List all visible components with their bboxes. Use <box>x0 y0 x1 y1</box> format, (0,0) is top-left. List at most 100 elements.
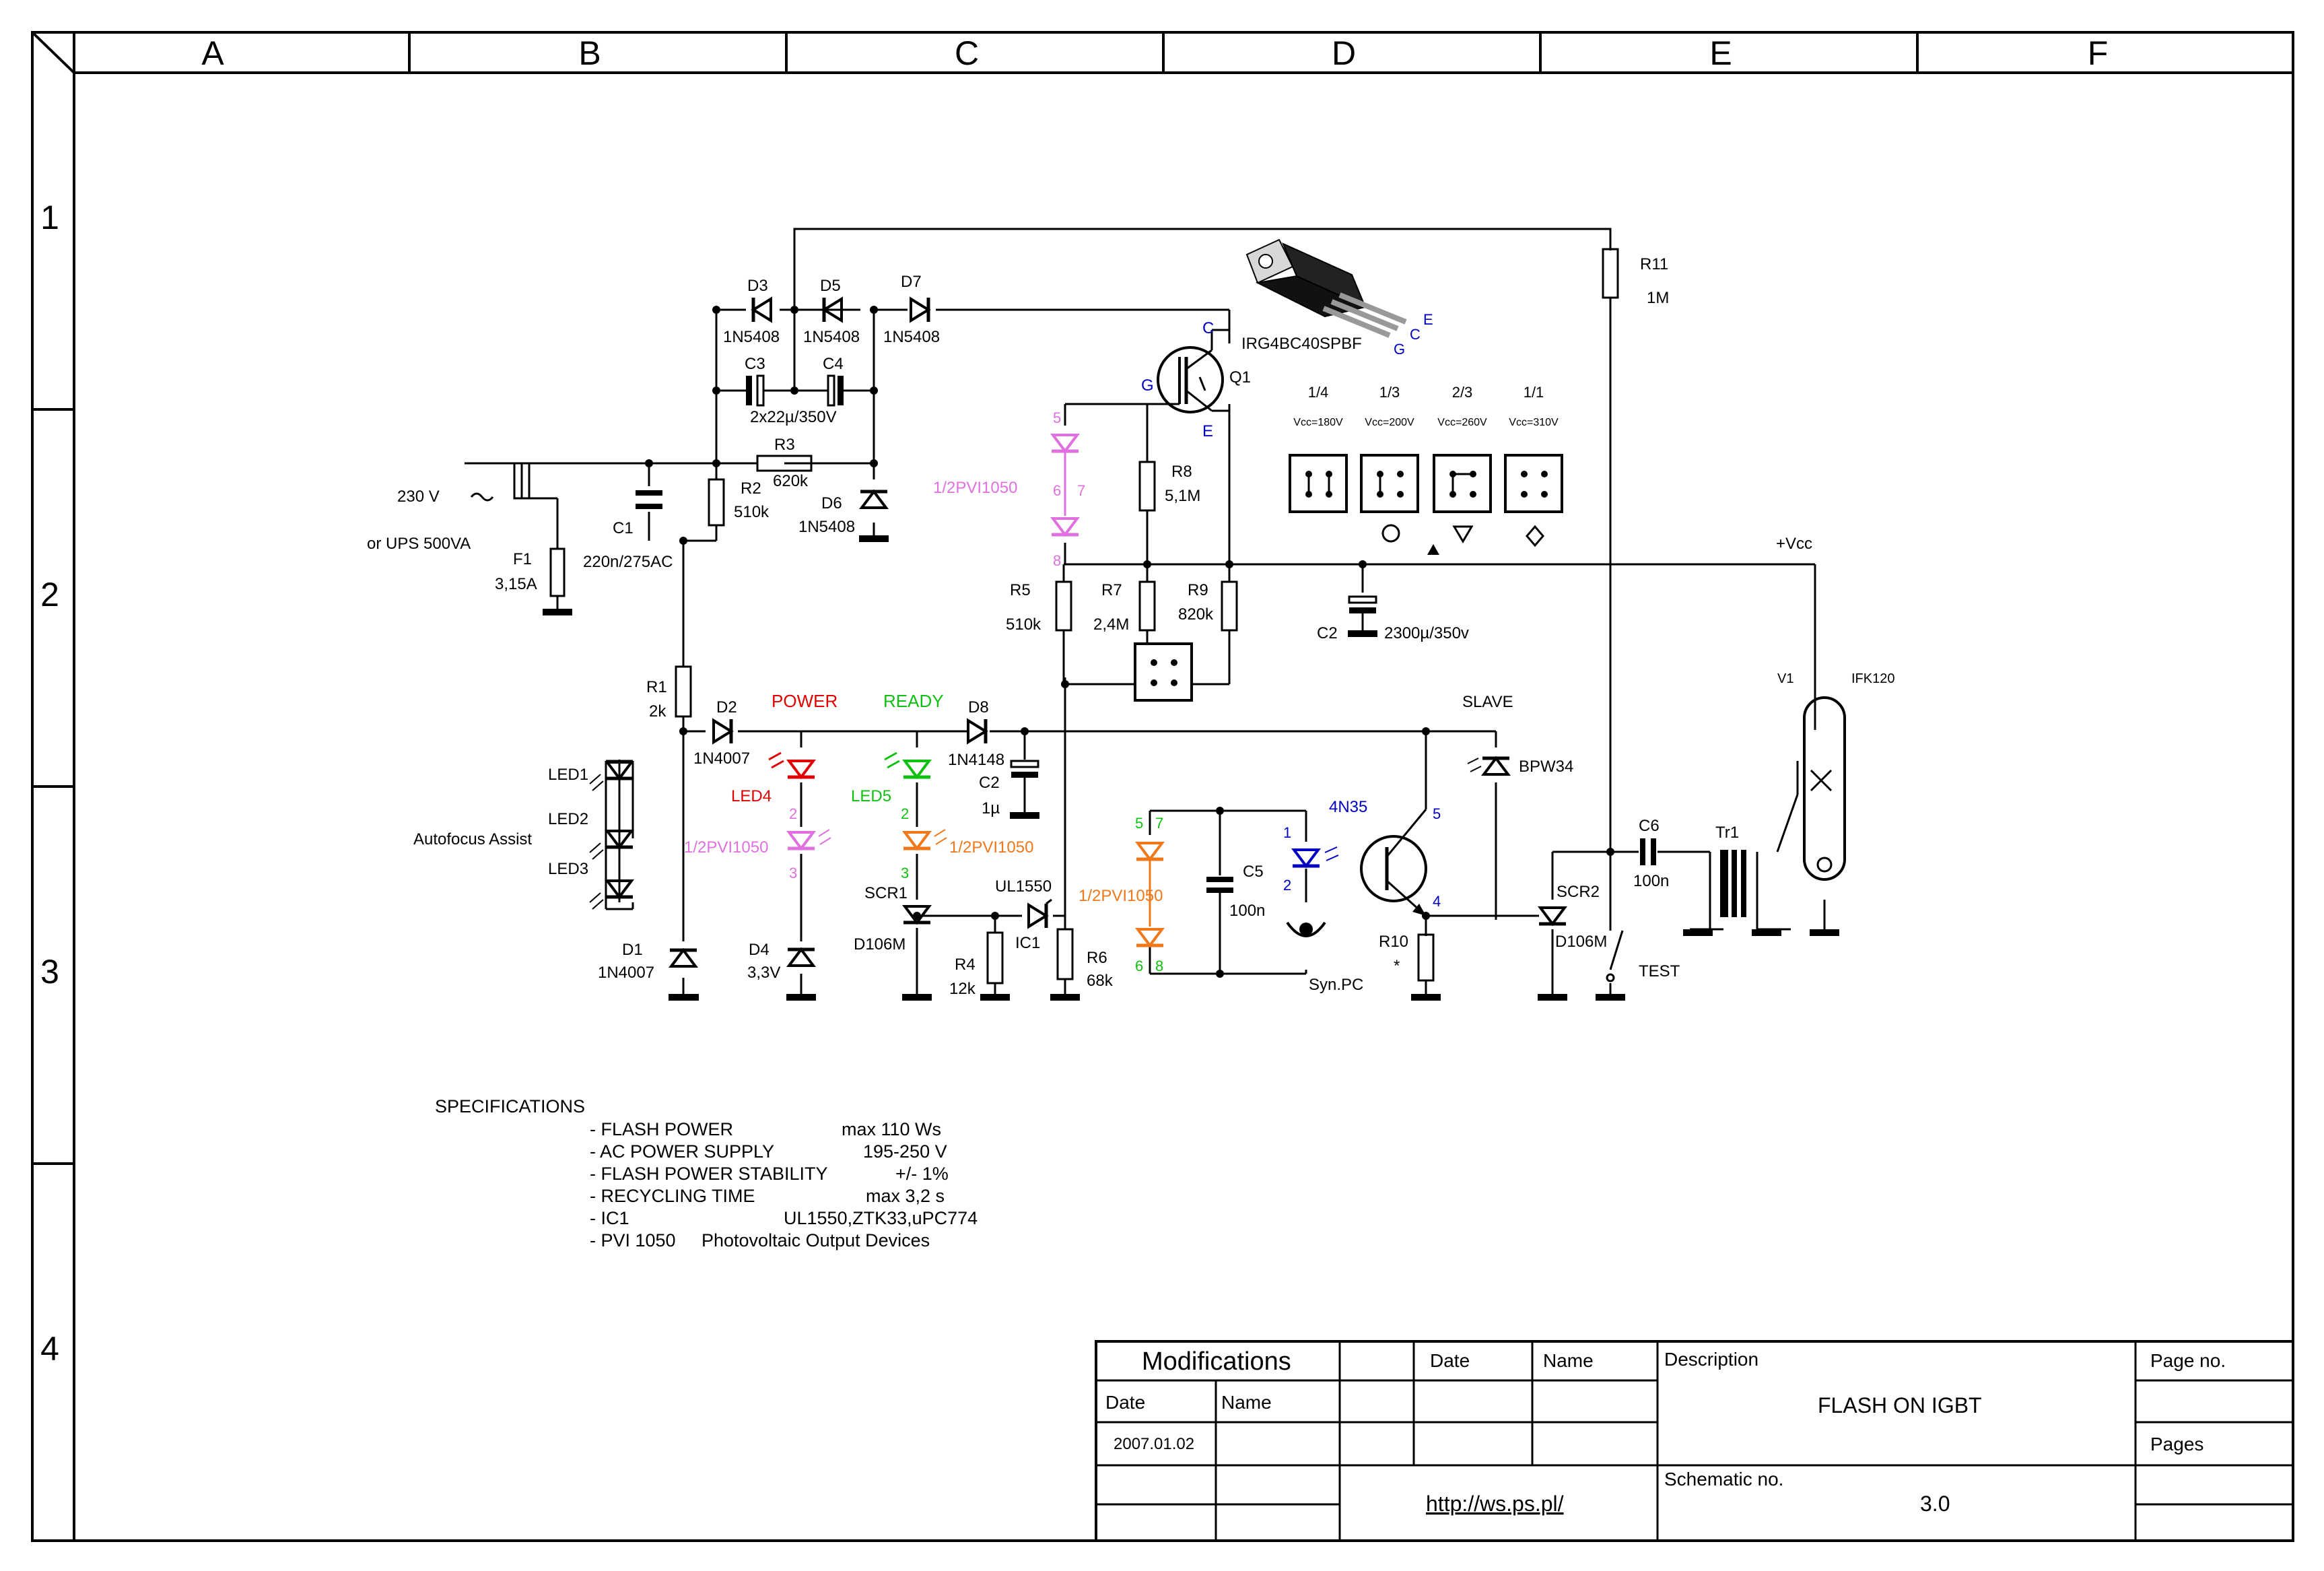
svg-text:1N5408: 1N5408 <box>803 328 860 346</box>
svg-text:3,3V: 3,3V <box>747 964 780 982</box>
svg-text:UL1550: UL1550 <box>995 877 1052 896</box>
power-setting-jumper-2-3 <box>1433 454 1492 513</box>
svg-text:D5: D5 <box>820 277 841 295</box>
svg-text:C: C <box>1202 319 1214 337</box>
resistor-r6: R6 68k <box>1050 928 1114 1001</box>
svg-text:1/1: 1/1 <box>1524 384 1544 401</box>
resistor-r8: R8 5,1M <box>1138 461 1200 512</box>
resistor-r1: R1 2k <box>646 665 692 721</box>
svg-text:2: 2 <box>901 805 909 822</box>
svg-text:1M: 1M <box>1647 289 1669 307</box>
schematic-no-value: 3.0 <box>1920 1492 1950 1516</box>
svg-text:1/4: 1/4 <box>1308 384 1329 401</box>
svg-text:TEST: TEST <box>1639 962 1680 980</box>
svg-text:1N4007: 1N4007 <box>598 964 654 982</box>
svg-text:LED1: LED1 <box>548 766 588 784</box>
svg-text:G: G <box>1394 341 1405 358</box>
svg-text:R6: R6 <box>1087 949 1107 967</box>
svg-text:3,15A: 3,15A <box>495 575 537 593</box>
power-setting-jumper-1-4 <box>1289 454 1348 513</box>
row-label-3: 3 <box>40 953 59 991</box>
svg-text:Autofocus Assist: Autofocus Assist <box>413 830 532 848</box>
mains-input: 230 V or UPS 500VA <box>367 462 531 553</box>
svg-text:IRG4BC40SPBF: IRG4BC40SPBF <box>1241 335 1362 353</box>
column-label-d: D <box>1332 34 1356 72</box>
resistor-r10: R10 * <box>1379 933 1441 1001</box>
test-switch[interactable]: TEST <box>1596 930 1680 1001</box>
author-url-link[interactable]: http://ws.ps.pl/ <box>1426 1492 1564 1516</box>
diamond-mark-icon <box>1526 525 1544 547</box>
svg-text:R3: R3 <box>774 436 795 454</box>
svg-text:1/2PVI1050: 1/2PVI1050 <box>949 838 1033 857</box>
description-label: Description <box>1664 1349 1758 1370</box>
circle-mark-icon <box>1381 524 1400 543</box>
svg-text:F1: F1 <box>513 550 532 568</box>
svg-text:1/2PVI1050: 1/2PVI1050 <box>684 838 768 857</box>
svg-text:3: 3 <box>789 865 797 881</box>
svg-text:BPW34: BPW34 <box>1519 758 1573 776</box>
power-setting-table: 1/4 1/3 2/3 1/1 Vcc=180V Vcc=200V Vcc=26… <box>1293 384 1559 428</box>
spec-value-4: max 3,2 s <box>866 1186 945 1206</box>
svg-text:C2: C2 <box>1317 624 1338 642</box>
svg-text:1N4007: 1N4007 <box>693 749 750 768</box>
svg-text:Q1: Q1 <box>1229 368 1251 387</box>
svg-text:8: 8 <box>1155 958 1163 974</box>
spec-name-4: - RECYCLING TIME <box>590 1186 755 1206</box>
power-setting-jumper-1-3 <box>1360 454 1419 513</box>
svg-text:*: * <box>1394 957 1400 975</box>
spec-name-1: - FLASH POWER <box>590 1119 734 1139</box>
column-label-c: C <box>955 34 979 72</box>
column-label-a: A <box>201 34 224 72</box>
svg-text:E: E <box>1423 311 1433 328</box>
description-value: FLASH ON IGBT <box>1818 1393 1982 1417</box>
resistor-r5: R5 510k <box>1006 580 1072 634</box>
column-label-e: E <box>1709 34 1732 72</box>
schematic-no-label: Schematic no. <box>1664 1469 1783 1490</box>
svg-text:1/2PVI1050: 1/2PVI1050 <box>933 479 1017 497</box>
svg-text:R4: R4 <box>955 956 976 974</box>
power-selector-jumper[interactable] <box>1134 642 1193 702</box>
spec-name-5: - IC1 <box>590 1208 629 1228</box>
sync-pc-connector[interactable]: Syn.PC <box>1286 921 1363 994</box>
resistor-r4: R4 12k <box>949 931 1010 1001</box>
svg-text:1/2PVI1050: 1/2PVI1050 <box>1079 887 1163 905</box>
fuse-f1: F1 3,15A <box>495 547 572 615</box>
svg-text:2: 2 <box>1283 877 1291 894</box>
svg-text:2k: 2k <box>649 702 667 721</box>
svg-text:D8: D8 <box>968 698 989 716</box>
spec-name-6: - PVI 1050 <box>590 1230 676 1250</box>
row-label-2: 2 <box>40 576 59 613</box>
svg-text:820k: 820k <box>1178 605 1214 624</box>
autofocus-leds: LED1 LED2 LED3 Autofocus Assist <box>413 760 633 910</box>
diode-d2: D2 1N4007 <box>693 698 750 768</box>
svg-text:1N4148: 1N4148 <box>948 751 1004 769</box>
svg-text:C2: C2 <box>979 774 1000 792</box>
column-label-f: F <box>2088 34 2109 72</box>
svg-text:2: 2 <box>789 805 797 822</box>
c3-c4-value: 2x22µ/350V <box>750 408 837 426</box>
spec-value-5: UL1550,ZTK33,uPC774 <box>784 1208 978 1228</box>
svg-text:D106M: D106M <box>1555 933 1607 951</box>
svg-text:D6: D6 <box>821 494 842 512</box>
power-setting-jumper-1-1 <box>1504 454 1563 513</box>
to220-package-icon: E C G <box>1245 238 1433 358</box>
diode-d3: D3 1N5408 <box>723 277 780 346</box>
vcc-label: +Vcc <box>1776 535 1812 553</box>
svg-text:E: E <box>1202 422 1213 440</box>
svg-text:100n: 100n <box>1229 902 1265 920</box>
specifications-title: SPECIFICATIONS <box>435 1096 586 1116</box>
diode-d5: D5 1N5408 <box>803 277 860 346</box>
svg-text:620k: 620k <box>773 472 809 490</box>
svg-text:5: 5 <box>1433 805 1441 822</box>
svg-text:220n/275AC: 220n/275AC <box>583 553 673 571</box>
resistor-r11: R11 1M <box>1602 248 1669 307</box>
svg-text:1N5408: 1N5408 <box>798 518 855 536</box>
svg-text:7: 7 <box>1155 815 1163 832</box>
svg-text:100n: 100n <box>1633 872 1669 890</box>
svg-text:SCR2: SCR2 <box>1557 883 1600 901</box>
svg-text:5: 5 <box>1053 409 1061 426</box>
svg-text:V1: V1 <box>1777 671 1793 686</box>
svg-text:1µ: 1µ <box>982 799 1000 817</box>
row-label-4: 4 <box>40 1330 59 1368</box>
svg-text:D7: D7 <box>901 273 922 291</box>
